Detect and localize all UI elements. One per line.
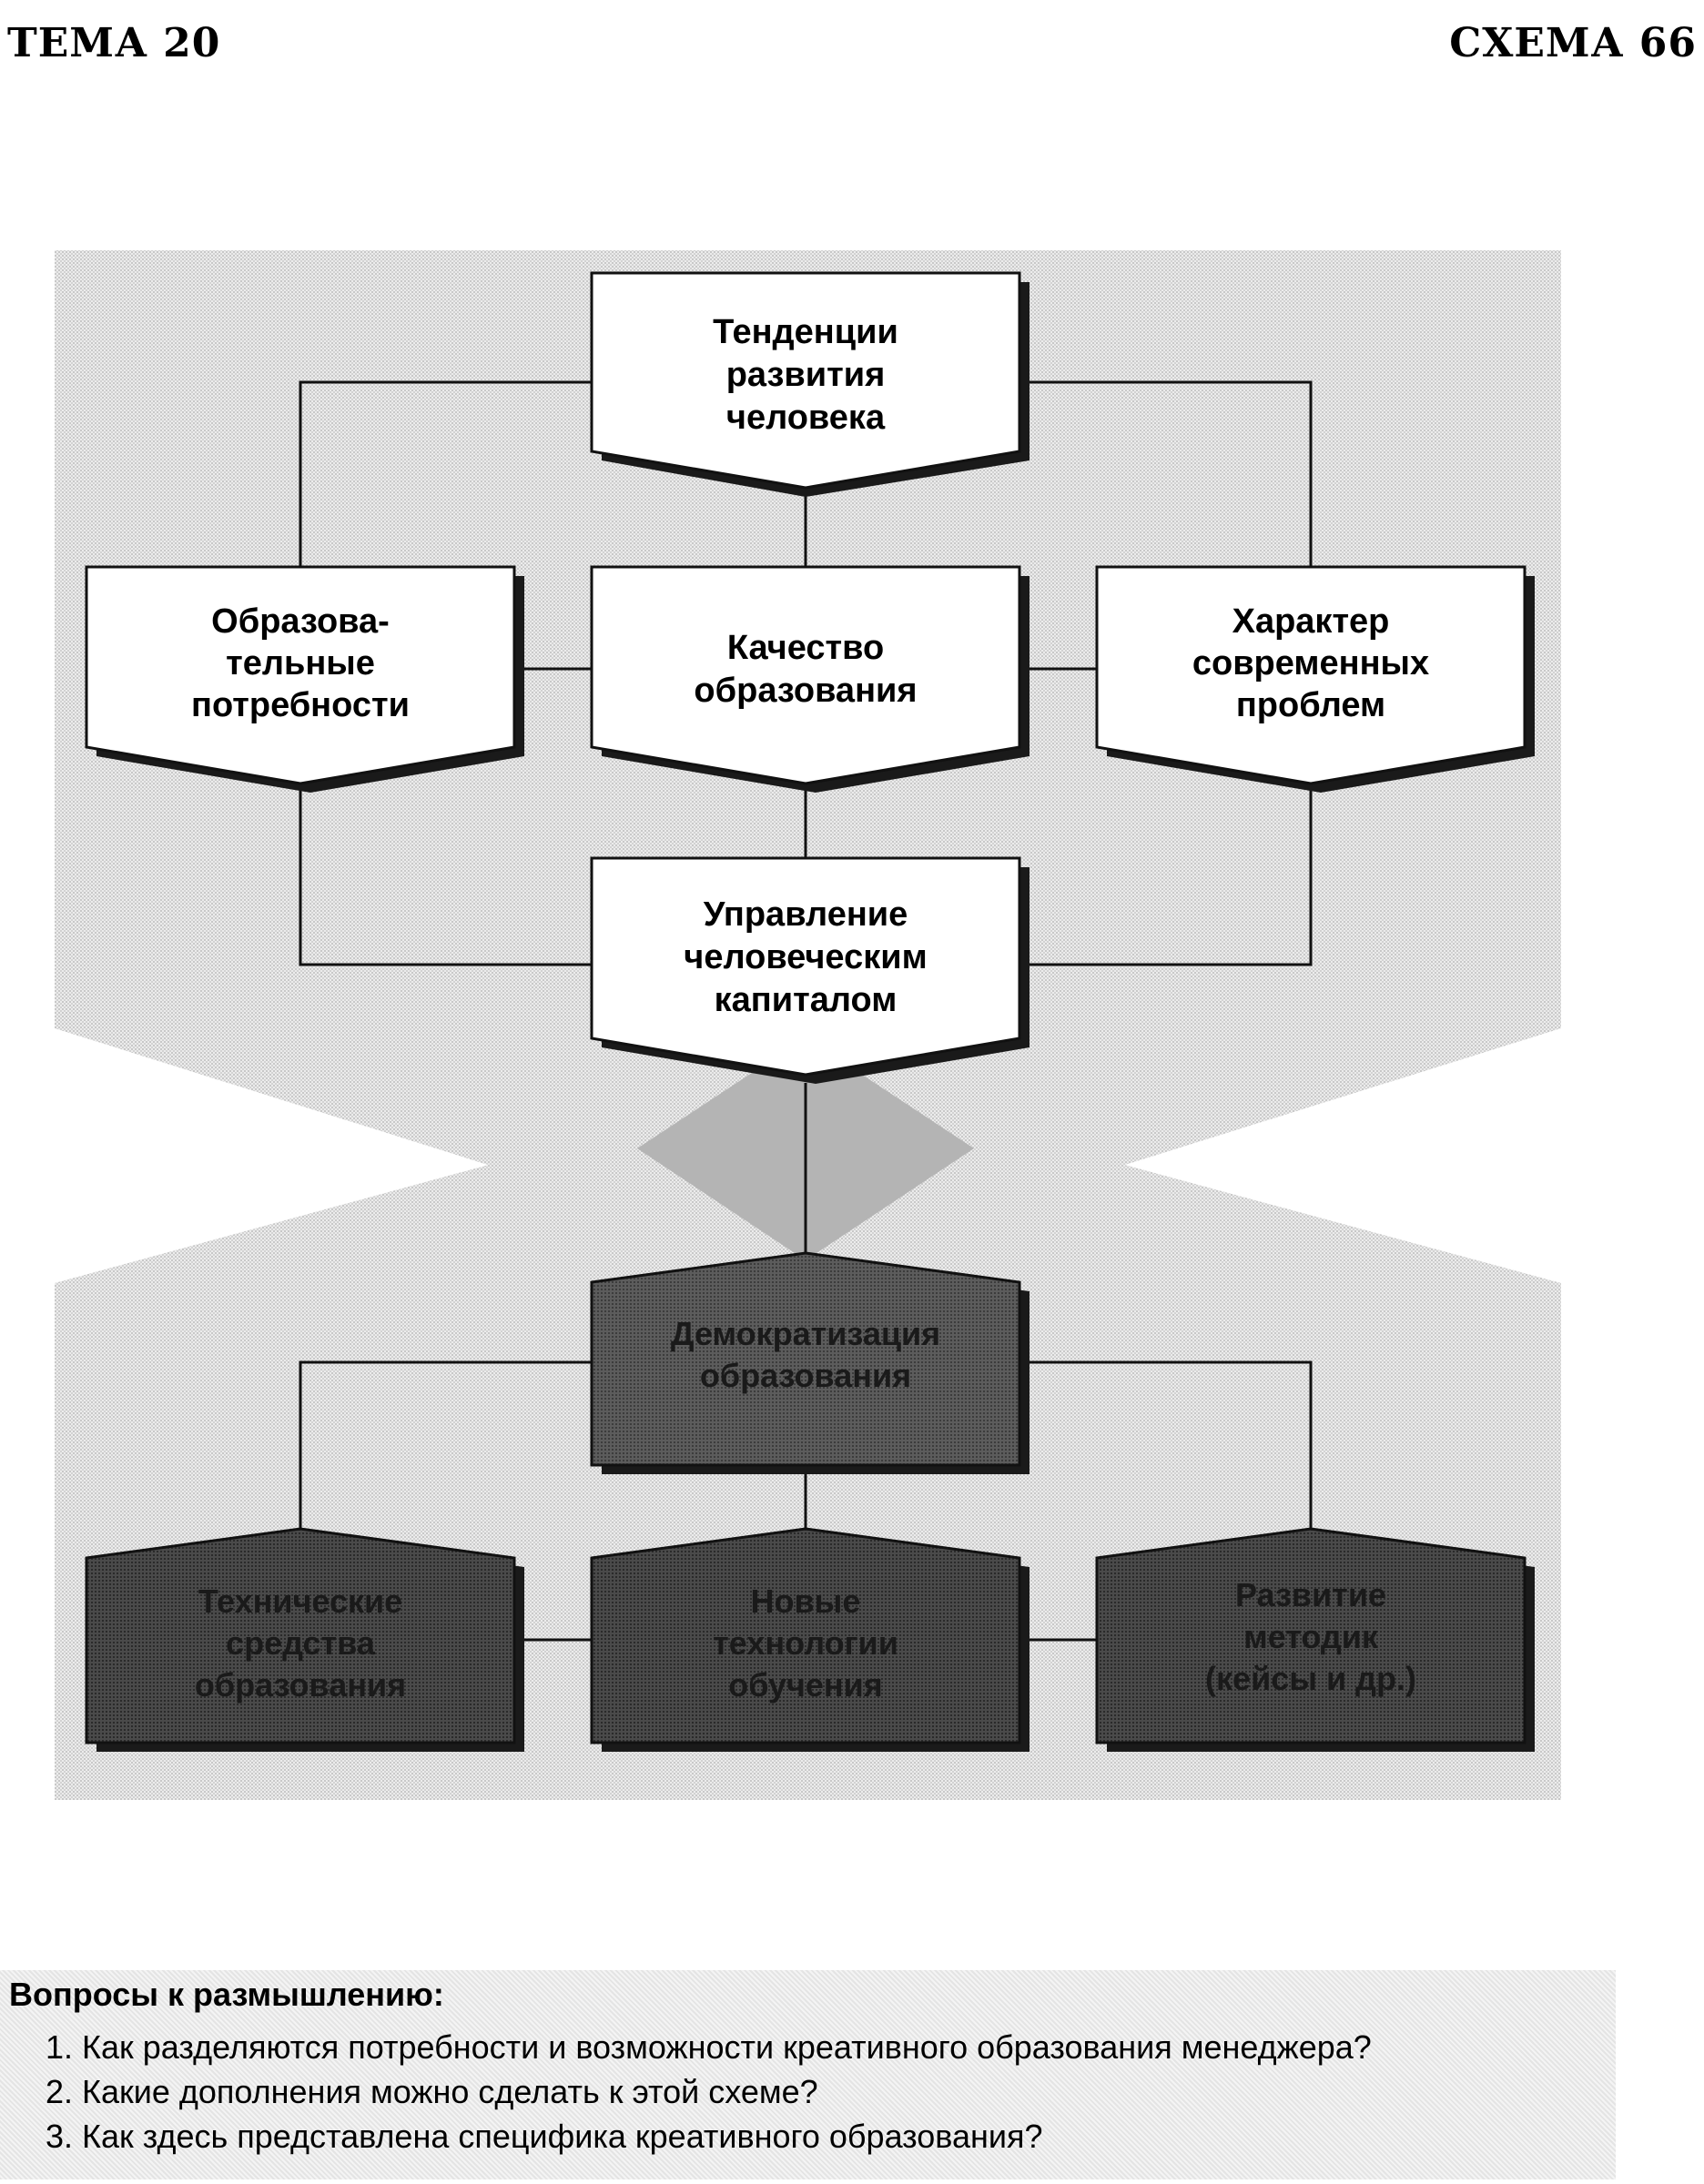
node-new-technologies: Новые технологии обучения xyxy=(590,1527,1030,1752)
node-bottom-right-line-3: (кейсы и др.) xyxy=(1205,1660,1416,1697)
node-bottom-right-line-1: Развитие xyxy=(1235,1576,1386,1613)
node-top-line-2: развития xyxy=(726,356,886,394)
node-left-line-2: тельные xyxy=(226,644,375,682)
node-education-quality: Качество образования xyxy=(590,565,1030,793)
topic-label: ТЕМА 20 xyxy=(7,20,221,66)
question-item: 2. Какие дополнения можно сделать к этой… xyxy=(46,2073,818,2110)
scheme-diagram: Тенденции развития человека Образова-тельн… xyxy=(55,250,1561,1800)
node-bottom-right-line-2: методик xyxy=(1243,1618,1379,1655)
node-left-line-3: потребности xyxy=(191,686,410,724)
node-methods-development: Развитие методик (кейсы и др.) xyxy=(1095,1527,1535,1752)
node-human-development-trends: Тенденции развития человека xyxy=(590,271,1030,497)
node-democratization: Демократизация образования xyxy=(590,1251,1030,1474)
questions-title: Вопросы к размышлению: xyxy=(9,1976,444,2013)
question-item: 1. Как разделяются потребности и возможн… xyxy=(46,2028,1372,2066)
questions-section: Вопросы к размышлению: 1. Как разделяютс… xyxy=(0,1970,1616,2179)
question-item: 3. Как здесь представлена специфика креа… xyxy=(46,2118,1043,2155)
node-top-line-1: Тенденции xyxy=(713,313,898,351)
scheme-label: СХЕМА 66 xyxy=(1449,20,1697,66)
node-bottom-left-line-2: средства xyxy=(226,1624,376,1662)
node-left-line-1: Образова- xyxy=(211,602,390,641)
node-right-line-1: Характер xyxy=(1232,602,1390,641)
node-right-line-2: современных xyxy=(1192,644,1429,682)
node-right-line-3: проблем xyxy=(1236,686,1385,724)
questions-list: 1. Как разделяются потребности и возможн… xyxy=(46,2025,1372,2159)
node-center-line-2: образования xyxy=(694,672,917,710)
node-democratization-line-1: Демократизация xyxy=(671,1315,940,1352)
node-educational-needs: Образова-тельные потребности xyxy=(85,565,524,793)
node-democratization-line-2: образования xyxy=(700,1357,911,1394)
node-bottom-center-line-1: Новые xyxy=(751,1582,861,1620)
node-management-line-1: Управление xyxy=(704,895,908,934)
node-technical-means: Технические средства образования xyxy=(85,1527,524,1752)
node-center-line-1: Качество xyxy=(727,629,884,667)
node-bottom-center-line-2: технологии xyxy=(713,1624,898,1662)
node-management-line-3: капиталом xyxy=(715,981,898,1019)
node-bottom-left-line-3: образования xyxy=(195,1666,406,1704)
node-bottom-center-line-3: обучения xyxy=(728,1666,883,1704)
node-bottom-left-line-1: Технические xyxy=(198,1582,402,1620)
node-management-line-2: человеческим xyxy=(684,938,927,976)
node-human-capital-management: Управление человеческим капиталом xyxy=(590,856,1030,1084)
node-top-line-3: человека xyxy=(726,399,886,437)
